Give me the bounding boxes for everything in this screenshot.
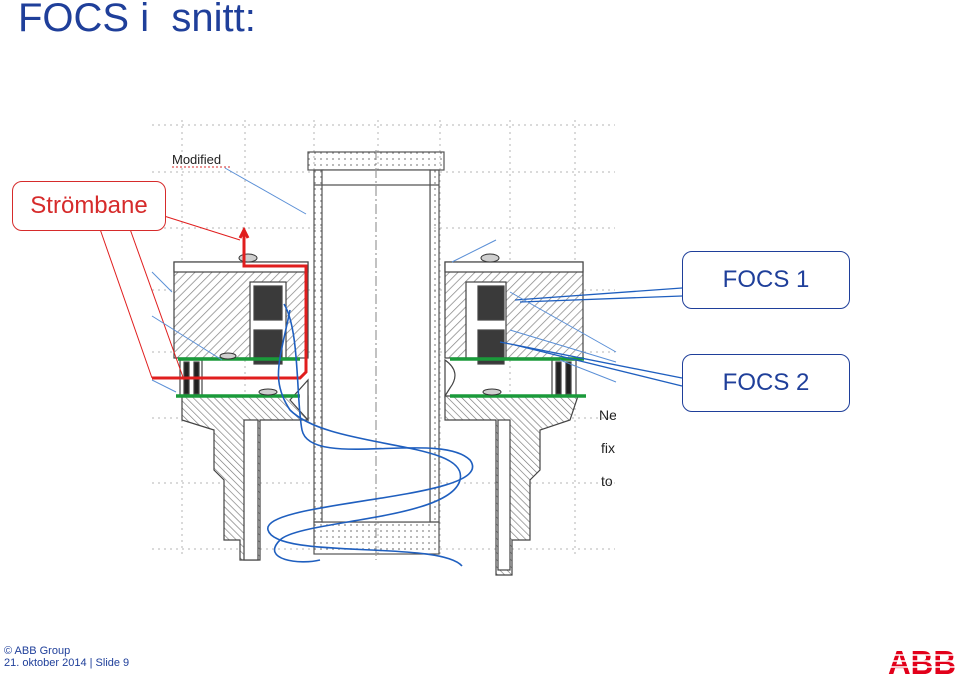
strombane-callout: Strömbane — [12, 181, 166, 231]
side-label-3: to — [601, 473, 613, 489]
current-path — [152, 226, 308, 380]
slide-title: FOCS i snitt: — [18, 0, 256, 40]
callout-lines — [99, 167, 683, 393]
modified-label: Modified — [172, 152, 221, 167]
optical-fiber — [267, 303, 474, 567]
abb-logo: ABB — [888, 645, 956, 677]
side-label-2: fix — [601, 440, 615, 456]
right-housing — [444, 261, 584, 576]
focs1-callout: FOCS 1 — [682, 251, 850, 309]
green-boards — [176, 357, 586, 398]
footer-date-slide: 21. oktober 2014 | Slide 9 — [4, 657, 130, 669]
focs2-callout: FOCS 2 — [682, 354, 850, 412]
center-pipe — [307, 150, 445, 560]
footer-copyright: © ABB Group — [4, 645, 71, 657]
side-label-1: Ne — [599, 407, 617, 423]
